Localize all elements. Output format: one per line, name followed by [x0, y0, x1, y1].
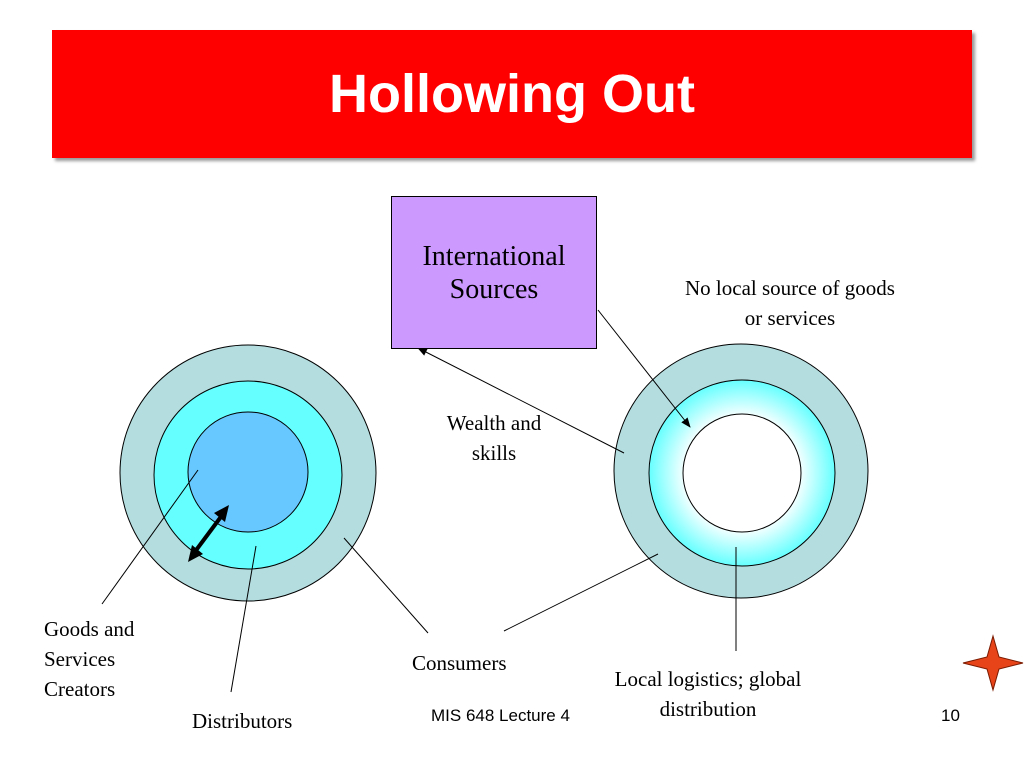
label-goods-line-2: Services — [44, 647, 116, 671]
footer-lecture-title: MIS 648 Lecture 4 — [431, 706, 570, 725]
label-no-local-source: No local source of goods or services — [650, 273, 930, 333]
double-arrow — [188, 505, 229, 562]
line-goods-creators — [101, 469, 199, 605]
right-hollow-center — [682, 413, 802, 533]
arrow-wealth-to-sources — [417, 347, 625, 454]
title-bar: Hollowing Out — [52, 30, 972, 158]
label-goods-line-1: Goods and — [44, 617, 135, 641]
box-line-2: Sources — [449, 273, 539, 305]
box-line-1: International — [422, 240, 566, 272]
page-number: 10 — [941, 706, 960, 725]
label-no-local-line-1: No local source of goods — [685, 276, 895, 300]
left-circles — [119, 344, 377, 602]
right-circles — [613, 343, 869, 599]
label-no-local-line-2: or services — [744, 306, 836, 330]
label-wealth-skills: Wealth and skills — [424, 408, 564, 468]
line-distributors — [230, 545, 257, 693]
international-sources-box: International Sources — [391, 196, 597, 349]
label-logistics-line-2: distribution — [659, 697, 757, 721]
line-consumers-left — [343, 537, 429, 634]
label-goods-services-creators: Goods and Services Creators — [44, 614, 194, 704]
label-consumers: Consumers — [412, 651, 507, 675]
star-nav-icon[interactable] — [962, 634, 1024, 692]
label-wealth-line-1: Wealth and — [446, 411, 542, 435]
label-distributors: Distributors — [192, 709, 293, 733]
label-wealth-line-2: skills — [471, 441, 517, 465]
slide-title: Hollowing Out — [329, 64, 695, 124]
line-consumers-right — [503, 553, 659, 632]
label-goods-line-3: Creators — [44, 677, 116, 701]
left-inner-core-creators — [187, 411, 309, 533]
label-local-logistics: Local logistics; global distribution — [588, 664, 828, 724]
label-logistics-line-1: Local logistics; global — [614, 667, 802, 691]
connectors — [101, 309, 737, 693]
arrow-sources-to-hollow — [597, 309, 691, 428]
